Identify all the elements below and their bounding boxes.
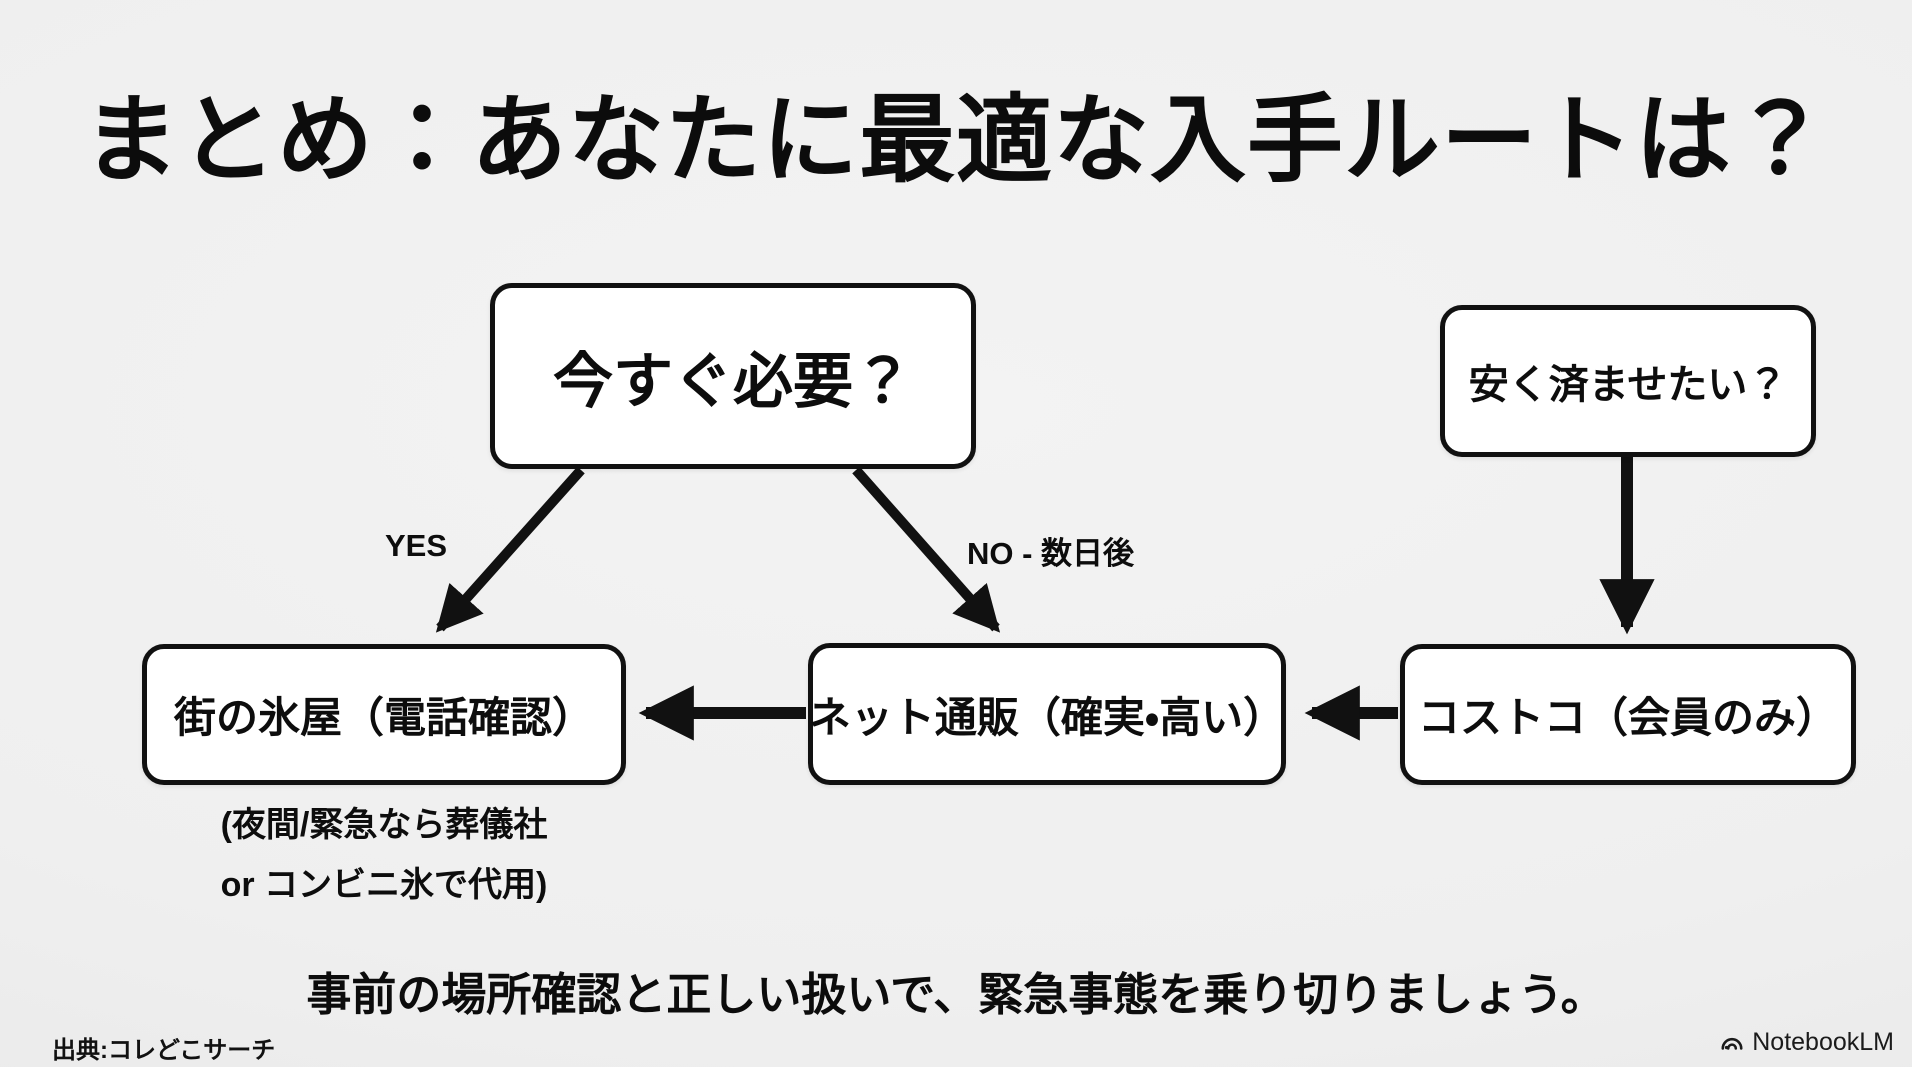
- node-ice-shop: 街の氷屋（電話確認）: [142, 644, 626, 785]
- node-costco: コストコ（会員のみ）: [1400, 644, 1856, 785]
- ice-shop-note-line1: (夜間/緊急なら葬儀社: [220, 806, 548, 844]
- node-want-cheap: 安く済ませたい？: [1440, 305, 1816, 457]
- brand-label: NotebookLM: [1752, 1028, 1894, 1056]
- ice-shop-note: (夜間/緊急なら葬儀社 or コンビニ氷で代用): [142, 796, 626, 915]
- source-credit: 出典:コレどこサーチ: [52, 1037, 276, 1064]
- node-ice-shop-label: 街の氷屋（電話確認）: [173, 694, 594, 741]
- ice-shop-note-line2: or コンビニ氷で代用): [220, 865, 548, 904]
- node-want-cheap-label: 安く済ませたい？: [1468, 363, 1788, 407]
- node-need-now-label: 今すぐ必要？: [553, 347, 913, 415]
- node-need-now: 今すぐ必要？: [490, 283, 976, 469]
- notebooklm-icon: [1719, 1030, 1745, 1056]
- node-costco-label: コストコ（会員のみ）: [1417, 694, 1838, 741]
- edge-label-no: NO - 数日後: [967, 536, 1135, 571]
- brand-credit: NotebookLM: [1719, 1028, 1894, 1057]
- edge-label-yes: YES: [384, 528, 448, 563]
- summary-text: 事前の場所確認と正しい扱いで、緊急事態を乗り切りましょう。: [306, 969, 1606, 1020]
- page-title: まとめ：あなたに最適な入手ルートは？: [83, 87, 1829, 194]
- node-online-store: ネット通販（確実・高い）: [808, 643, 1286, 785]
- node-online-store-label: ネット通販（確実・高い）: [808, 693, 1286, 741]
